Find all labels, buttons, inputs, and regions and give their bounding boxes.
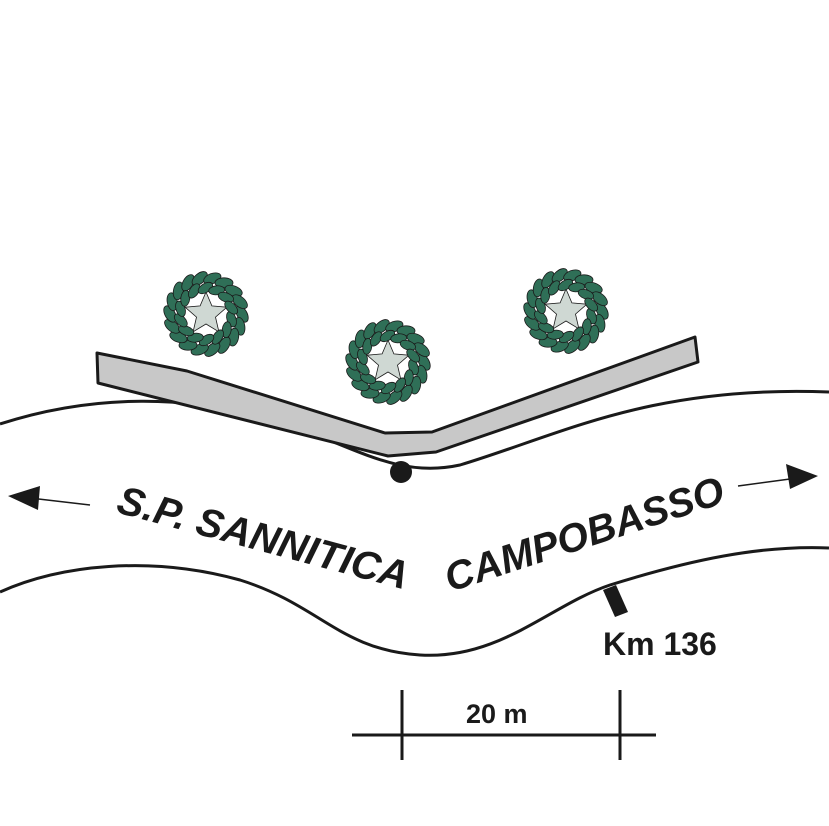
tree-leaf xyxy=(180,289,191,307)
tree-leaf xyxy=(370,331,383,347)
tree-leaf xyxy=(538,322,555,334)
milestone-label: Km 136 xyxy=(603,626,717,662)
tree-center xyxy=(366,338,410,381)
milestone-marker xyxy=(603,585,628,617)
arrow-right-icon xyxy=(737,464,818,489)
tree-leaf xyxy=(564,339,581,354)
tree-leaf xyxy=(591,291,608,307)
tree-leaf xyxy=(211,329,224,345)
road-upper-edge xyxy=(0,389,829,470)
scale-bar xyxy=(352,690,656,760)
tree-leaf xyxy=(173,313,188,328)
tree-center xyxy=(544,287,588,330)
tree-leaf xyxy=(403,369,414,387)
tree-leaf xyxy=(221,321,232,339)
tree-leaf xyxy=(346,366,363,382)
tree-leaf xyxy=(548,280,561,296)
tree-leaf xyxy=(406,348,421,363)
tree-icon xyxy=(523,268,609,354)
tree-center xyxy=(184,290,228,333)
road-name-left: S.P. SANNITICA xyxy=(113,478,414,598)
tree-leaf xyxy=(204,342,221,357)
tree-leaf xyxy=(581,318,592,336)
point-marker-icon xyxy=(390,461,412,483)
tree-icon xyxy=(345,319,431,405)
tree-leaf xyxy=(533,310,548,325)
tree-leaf xyxy=(360,373,377,385)
tree-leaf xyxy=(540,286,551,304)
tree-leaf xyxy=(373,319,390,334)
tree-icon xyxy=(163,271,249,357)
tree-leaf xyxy=(413,342,430,358)
road-lower-edge xyxy=(0,546,829,657)
tree-leaf xyxy=(191,271,208,286)
tree-leaf xyxy=(393,377,406,393)
scale-label: 20 m xyxy=(466,699,528,729)
road-name-right: CAMPOBASSO xyxy=(439,469,729,601)
tree-leaf xyxy=(551,268,568,283)
tree-leaf xyxy=(355,361,370,376)
roadside-barrier xyxy=(95,335,700,458)
tree-leaf xyxy=(188,283,201,299)
tree-leaf xyxy=(178,325,195,337)
arrow-left-icon xyxy=(8,486,91,510)
tree-leaf xyxy=(386,390,403,405)
tree-leaf xyxy=(577,288,594,300)
tree-leaf xyxy=(217,291,234,303)
tree-leaf xyxy=(164,318,181,334)
tree-leaf xyxy=(571,326,584,342)
tree-leaf xyxy=(224,300,239,315)
tree-leaf xyxy=(584,297,599,312)
tree-leaf xyxy=(524,315,541,331)
tree-leaf xyxy=(399,339,416,351)
tree-leaf xyxy=(231,294,248,310)
tree-leaf xyxy=(362,337,373,355)
